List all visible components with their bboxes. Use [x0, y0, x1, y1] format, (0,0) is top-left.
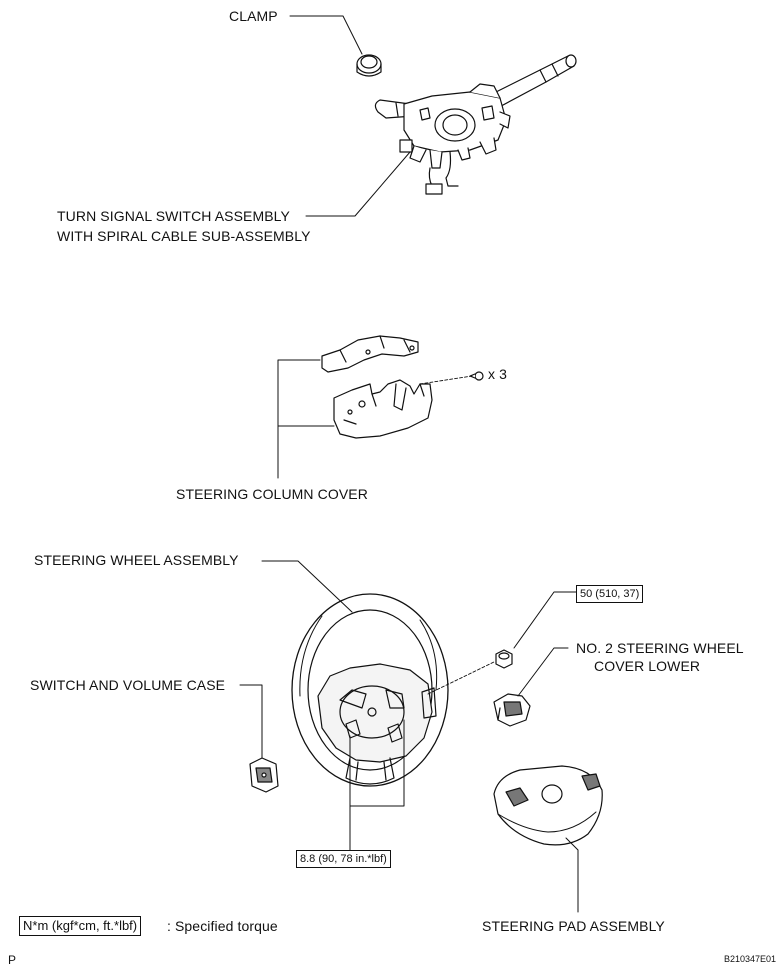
switch-volume-case-part — [249, 757, 279, 793]
nut-torque-box: 50 (510, 37) — [576, 585, 644, 603]
turn-signal-switch-part — [374, 54, 577, 195]
cover-lower-part — [493, 693, 531, 727]
nut-dashed-line — [427, 661, 495, 695]
cover-lower-label-line2: COVER LOWER — [594, 658, 701, 674]
pad-leader — [565, 837, 579, 913]
nut-part — [495, 649, 513, 669]
clamp-part — [356, 54, 382, 77]
column-cover-label: STEERING COLUMN COVER — [176, 486, 368, 502]
turn-signal-label-line1: TURN SIGNAL SWITCH ASSEMBLY — [57, 208, 290, 224]
steering-wheel-part — [291, 593, 449, 787]
screw-dashed-line — [419, 375, 473, 385]
legend-unit-box: N*m (kgf*cm, ft.*lbf) — [19, 916, 142, 936]
turn-signal-leader — [305, 151, 411, 217]
wheel-assembly-label: STEERING WHEEL ASSEMBLY — [34, 552, 239, 568]
figure-code: B210347E01 — [724, 954, 777, 964]
switch-case-leader — [239, 684, 263, 759]
clamp-label: CLAMP — [229, 8, 278, 24]
switch-volume-case-label: SWITCH AND VOLUME CASE — [30, 677, 226, 693]
legend-description: : Specified torque — [167, 918, 278, 934]
bolt-bracket — [349, 719, 405, 807]
column-cover-upper-part — [321, 335, 419, 373]
cover-lower-leader — [517, 647, 569, 697]
clamp-leader — [289, 15, 363, 55]
screw-quantity-label: x 3 — [488, 366, 507, 382]
column-cover-bracket — [277, 359, 335, 427]
cover-lower-label-line1: NO. 2 STEERING WHEEL — [576, 640, 744, 656]
turn-signal-label-line2: WITH SPIRAL CABLE SUB-ASSEMBLY — [57, 228, 311, 244]
nut-leader — [513, 591, 577, 649]
pad-assembly-label: STEERING PAD ASSEMBLY — [482, 918, 665, 934]
corner-letter: P — [8, 953, 17, 967]
wheel-leader — [261, 560, 353, 613]
steering-pad-part — [493, 765, 603, 846]
column-cover-lower-part — [333, 379, 433, 439]
bolt-torque-box: 8.8 (90, 78 in.*lbf) — [296, 850, 391, 868]
